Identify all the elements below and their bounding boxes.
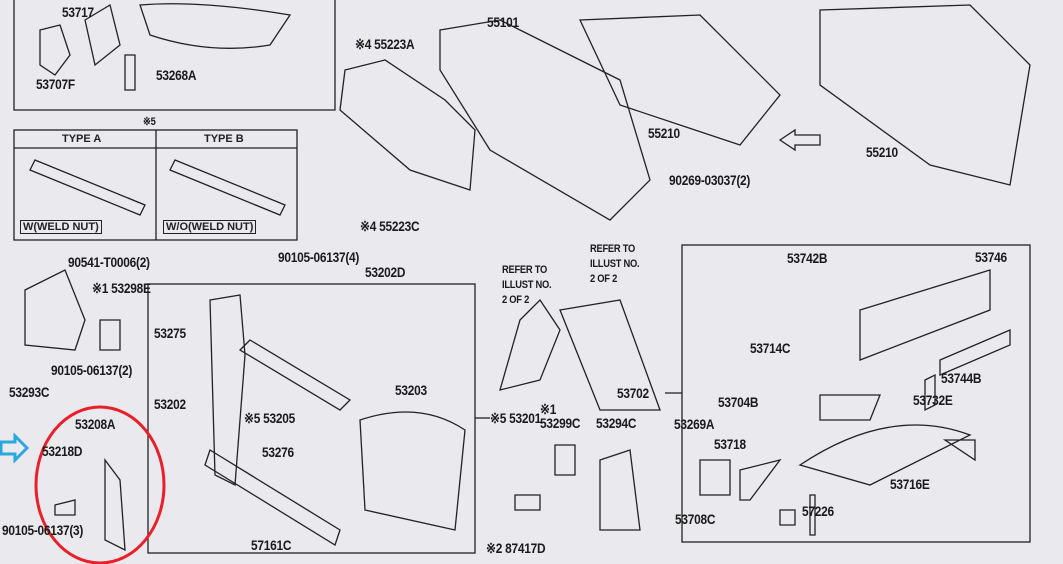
refer-note: REFER TO ILLUST NO. 2 OF 2 bbox=[590, 243, 640, 285]
middle-shapes bbox=[499, 298, 661, 531]
highlight-circle bbox=[34, 405, 166, 564]
part-label: 55210 bbox=[648, 125, 680, 141]
part-label: ※5 53205 bbox=[244, 410, 295, 426]
part-label: 53732E bbox=[913, 392, 953, 408]
blue-arrow-icon bbox=[0, 432, 30, 464]
part-label: 53717 bbox=[62, 4, 94, 20]
part-label: 53746 bbox=[975, 249, 1007, 265]
part-label: ※1 53298E bbox=[92, 280, 151, 296]
type-a-caption: W(WELD NUT) bbox=[20, 220, 102, 234]
part-label: 53707F bbox=[36, 76, 75, 92]
part-label: 53293C bbox=[9, 384, 50, 400]
part-label: 90105-06137(2) bbox=[51, 362, 133, 378]
part-label: 53714C bbox=[750, 340, 791, 356]
part-label: 53218D bbox=[42, 443, 83, 459]
part-label: 53275 bbox=[154, 325, 186, 341]
dash-panel-shapes bbox=[339, 4, 1031, 221]
part-label: 53294C bbox=[596, 415, 637, 431]
type-b-caption: W/O(WELD NUT) bbox=[163, 220, 257, 234]
part-label: 90269-03037(2) bbox=[669, 172, 751, 188]
part-label: 53716E bbox=[890, 476, 930, 492]
part-label: ※4 55223C bbox=[360, 218, 420, 234]
part-label: ※4 55223A bbox=[355, 36, 415, 52]
part-label: ※2 87417D bbox=[486, 540, 546, 556]
part-label: 53203 bbox=[395, 382, 427, 398]
part-label: 57161C bbox=[251, 537, 292, 553]
type-b-header: TYPE B bbox=[204, 133, 244, 145]
front-structure-shapes bbox=[24, 269, 466, 552]
type-a-header: TYPE A bbox=[62, 133, 102, 145]
part-label: 53702 bbox=[617, 385, 649, 401]
part-label: 55101 bbox=[487, 14, 519, 30]
part-label: ※5 53201 bbox=[490, 410, 541, 426]
part-label: 53208A bbox=[75, 416, 116, 432]
support-drawing bbox=[29, 159, 286, 216]
top-left-frame bbox=[13, 0, 336, 111]
part-label: 53708C bbox=[675, 511, 716, 527]
refer-note: REFER TO ILLUST NO. 2 OF 2 bbox=[502, 264, 552, 306]
part-label: 90105-06137(4) bbox=[278, 249, 360, 265]
note-mark: ※5 bbox=[143, 116, 156, 128]
view-arrow-icon bbox=[778, 128, 821, 152]
part-label: 53269A bbox=[674, 416, 715, 432]
part-label: 53744B bbox=[941, 370, 982, 386]
part-label: 53268A bbox=[156, 67, 197, 83]
part-label: 53202 bbox=[154, 396, 186, 412]
part-label: 90541-T0006(2) bbox=[68, 254, 150, 270]
part-label: 53742B bbox=[787, 250, 828, 266]
part-label: 53718 bbox=[714, 436, 746, 452]
part-label: 53202D bbox=[365, 264, 406, 280]
part-label: 53276 bbox=[262, 444, 294, 460]
part-shapes-top-left bbox=[39, 3, 292, 91]
part-label: 90105-06137(3) bbox=[2, 522, 84, 538]
apron-shapes bbox=[699, 269, 1011, 536]
part-label: 57226 bbox=[802, 503, 834, 519]
part-label: 55210 bbox=[866, 144, 898, 160]
part-label: ※1 53299C bbox=[540, 401, 581, 431]
part-label: 53704B bbox=[718, 394, 759, 410]
